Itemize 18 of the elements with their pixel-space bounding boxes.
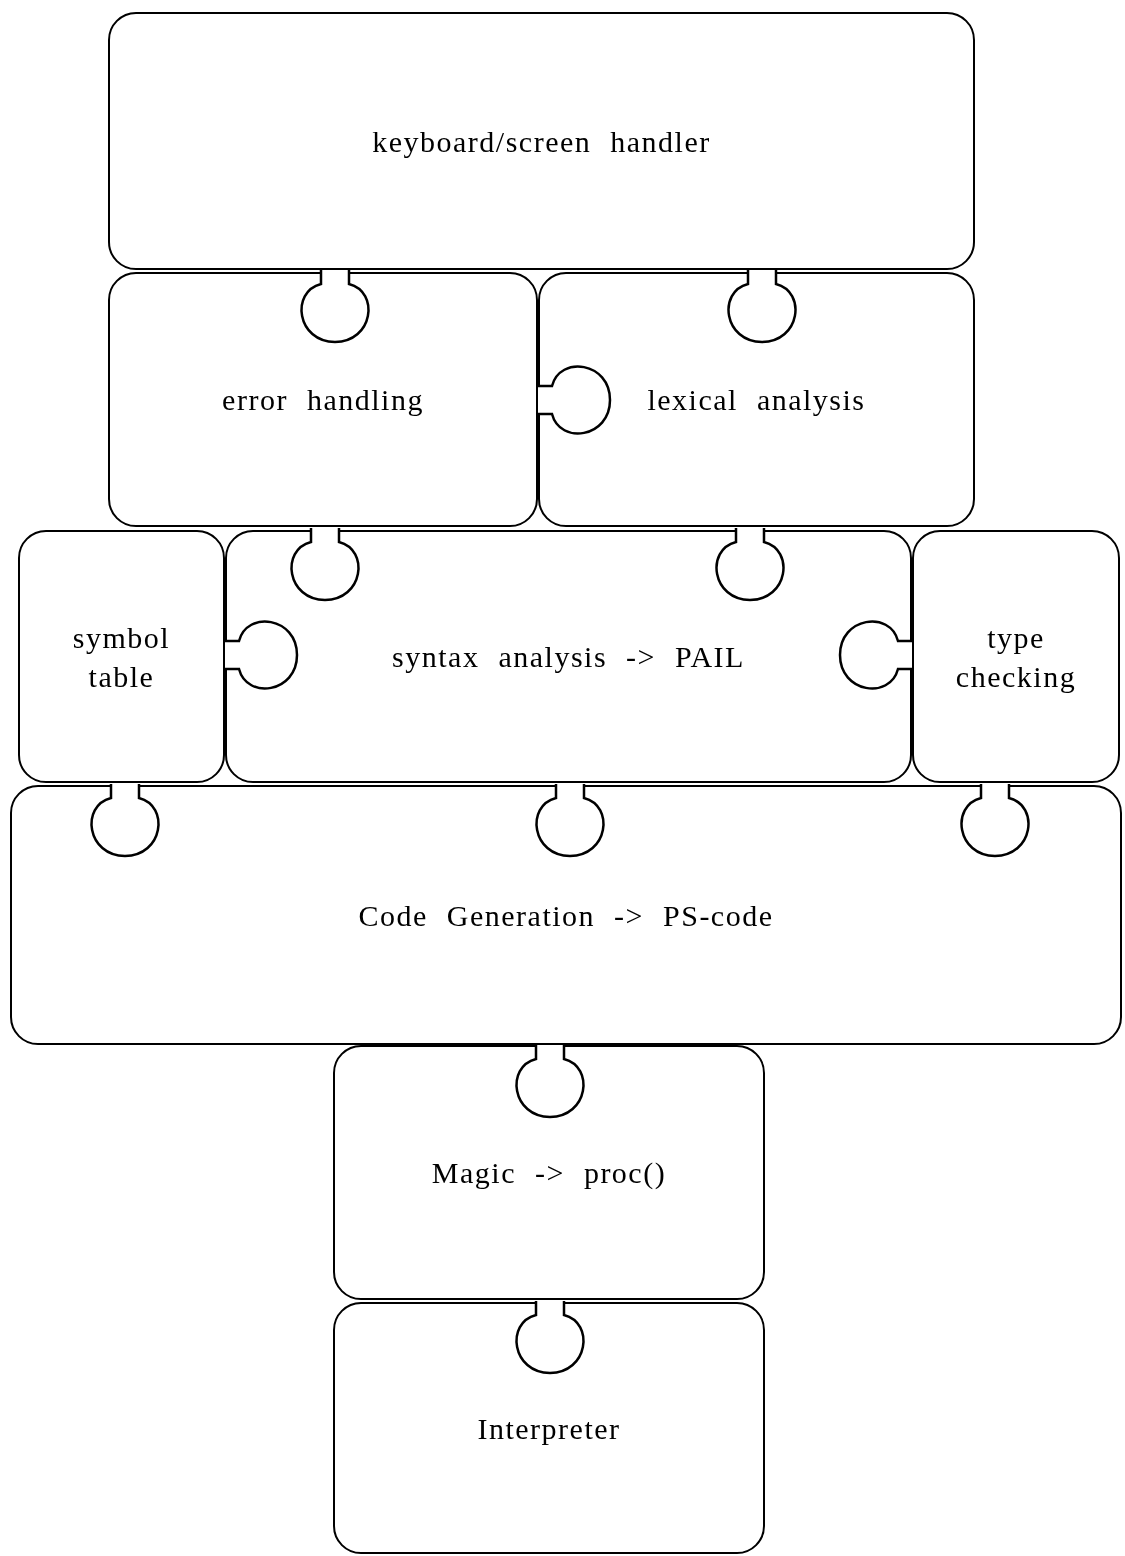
piece-label: symbol table <box>71 619 172 695</box>
puzzle-piece <box>225 530 912 783</box>
puzzle-piece <box>333 1302 765 1554</box>
puzzle-piece <box>333 1045 765 1300</box>
piece-label: Interpreter <box>477 1410 621 1447</box>
piece-label: Code Generation -> PS-code <box>358 897 774 934</box>
puzzle-piece <box>10 785 1122 1045</box>
piece-label: keyboard/screen handler <box>372 123 711 160</box>
puzzle-piece <box>538 272 975 527</box>
piece-label: Magic -> proc() <box>431 1155 667 1191</box>
piece-label: type checking <box>954 619 1078 695</box>
puzzle-piece <box>912 530 1120 783</box>
piece-label: syntax analysis -> PAIL <box>392 639 745 675</box>
piece-label: lexical analysis <box>647 382 866 418</box>
puzzle-piece <box>108 272 538 527</box>
puzzle-piece <box>108 12 975 270</box>
puzzle-piece <box>18 530 225 783</box>
piece-label: error handling <box>222 382 424 418</box>
